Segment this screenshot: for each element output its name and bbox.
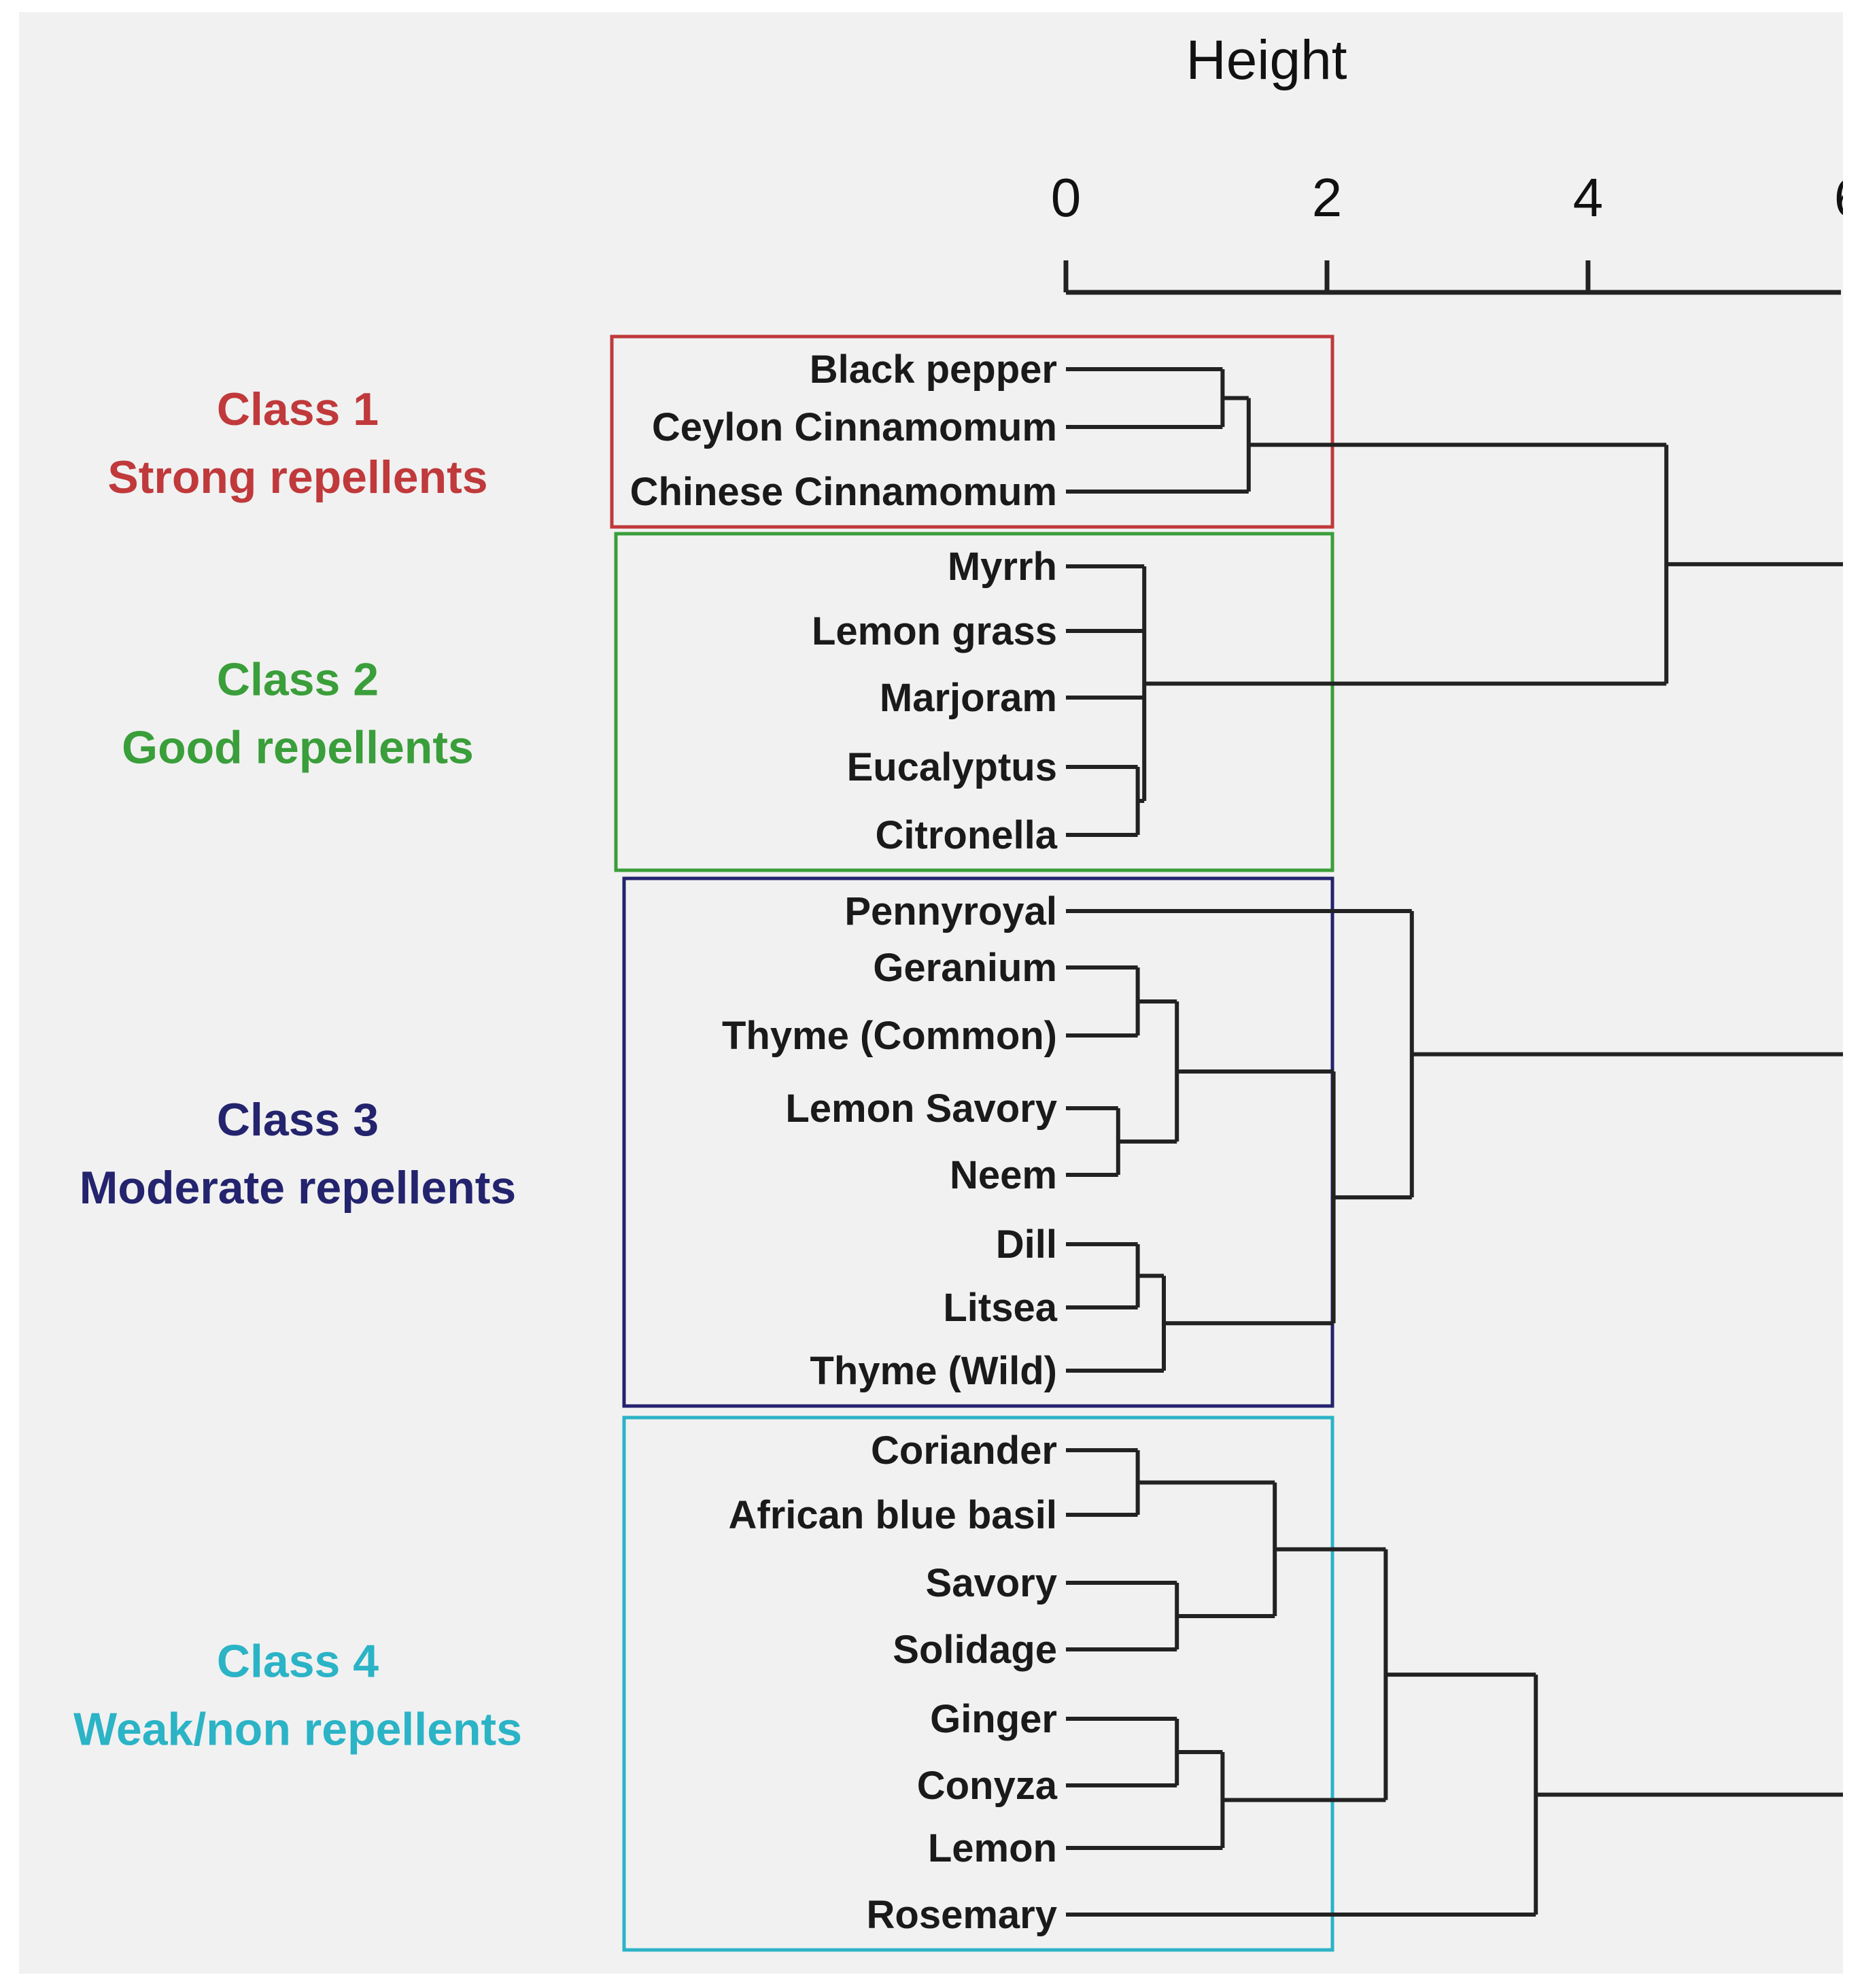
leaf-label: Chinese Cinnamomum (630, 470, 1057, 514)
class-1-description: Strong repellents (107, 451, 487, 503)
leaf-label: Citronella (876, 813, 1058, 857)
class-1-title: Class 1 (217, 383, 379, 435)
leaf-label: Marjoram (880, 676, 1057, 720)
class-2-description: Good repellents (122, 722, 474, 774)
class-4-title: Class 4 (217, 1636, 379, 1687)
leaf-label: Myrrh (948, 545, 1057, 589)
class-2-title: Class 2 (217, 654, 379, 706)
leaf-label: Lemon grass (812, 609, 1057, 653)
leaf-label: Savory (926, 1561, 1057, 1605)
axis-tick-label: 0 (1051, 167, 1082, 228)
height-axis: 0246810 (1051, 167, 1843, 295)
leaf-label: Thyme (Common) (722, 1014, 1057, 1058)
leaf-label: Solidage (893, 1628, 1057, 1672)
axis-tick-label: 4 (1573, 167, 1604, 228)
leaf-label: African blue basil (729, 1493, 1057, 1537)
leaf-label: Pennyroyal (844, 889, 1057, 933)
leaf-label: Eucalyptus (847, 745, 1057, 789)
axis-tick-label: 6 (1834, 167, 1843, 228)
axis-title: Height (1186, 29, 1347, 91)
leaf-label: Geranium (873, 946, 1057, 990)
leaf-label: Lemon Savory (785, 1086, 1057, 1131)
leaf-label: Lemon (928, 1826, 1057, 1870)
class-3-description: Moderate repellents (80, 1162, 516, 1214)
class-2-box (614, 532, 1334, 872)
leaf-label: Ceylon Cinnamomum (652, 405, 1057, 449)
axis-tick-label: 2 (1312, 167, 1343, 228)
leaf-label: Coriander (871, 1428, 1057, 1473)
leaf-label: Ginger (930, 1697, 1057, 1741)
leaf-label: Rosemary (867, 1893, 1057, 1937)
leaf-label: Thyme (Wild) (810, 1349, 1057, 1393)
leaf-label: Litsea (943, 1286, 1057, 1330)
leaf-label: Neem (950, 1153, 1057, 1197)
leaf-label: Black pepper (810, 347, 1057, 392)
leaf-label: Conyza (917, 1764, 1058, 1808)
dendrogram-branches (1066, 367, 1843, 1917)
class-3-title: Class 3 (217, 1094, 379, 1146)
class-1-box (610, 335, 1334, 529)
class-4-description: Weak/non repellents (73, 1704, 522, 1755)
class-4-box (622, 1416, 1334, 1952)
class-boxes (610, 335, 1334, 1952)
leaf-label: Dill (996, 1222, 1057, 1267)
